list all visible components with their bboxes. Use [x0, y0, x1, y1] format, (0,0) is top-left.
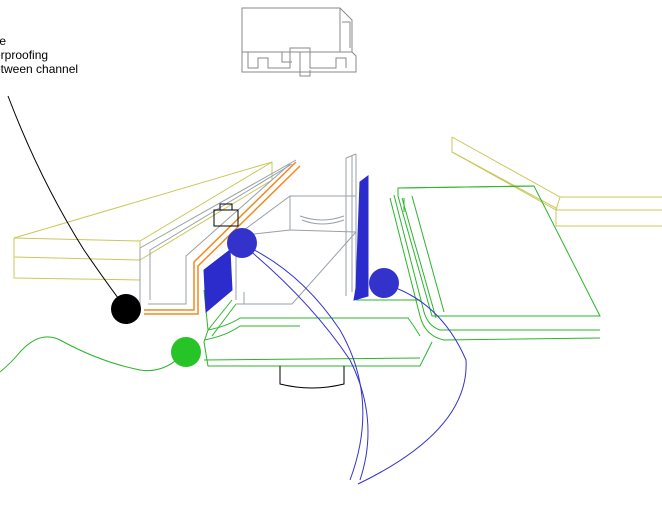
callout-line-1: ile — [0, 34, 7, 48]
right-slab — [451, 136, 662, 227]
drain-outlet — [279, 366, 345, 389]
callout-line-3: etween channel — [0, 62, 79, 76]
green-channel — [0, 185, 601, 373]
marker-black — [111, 294, 141, 324]
left-slab — [13, 161, 273, 281]
marker-blue-right — [369, 268, 399, 298]
marker-blue-left — [227, 228, 257, 258]
leader-lines — [7, 95, 467, 485]
waterproofing-membrane — [144, 161, 301, 315]
blue-membrane — [203, 175, 369, 314]
small-device — [213, 203, 239, 227]
channel-body — [139, 153, 357, 306]
top-fitting — [241, 7, 357, 77]
marker-green — [171, 337, 201, 367]
